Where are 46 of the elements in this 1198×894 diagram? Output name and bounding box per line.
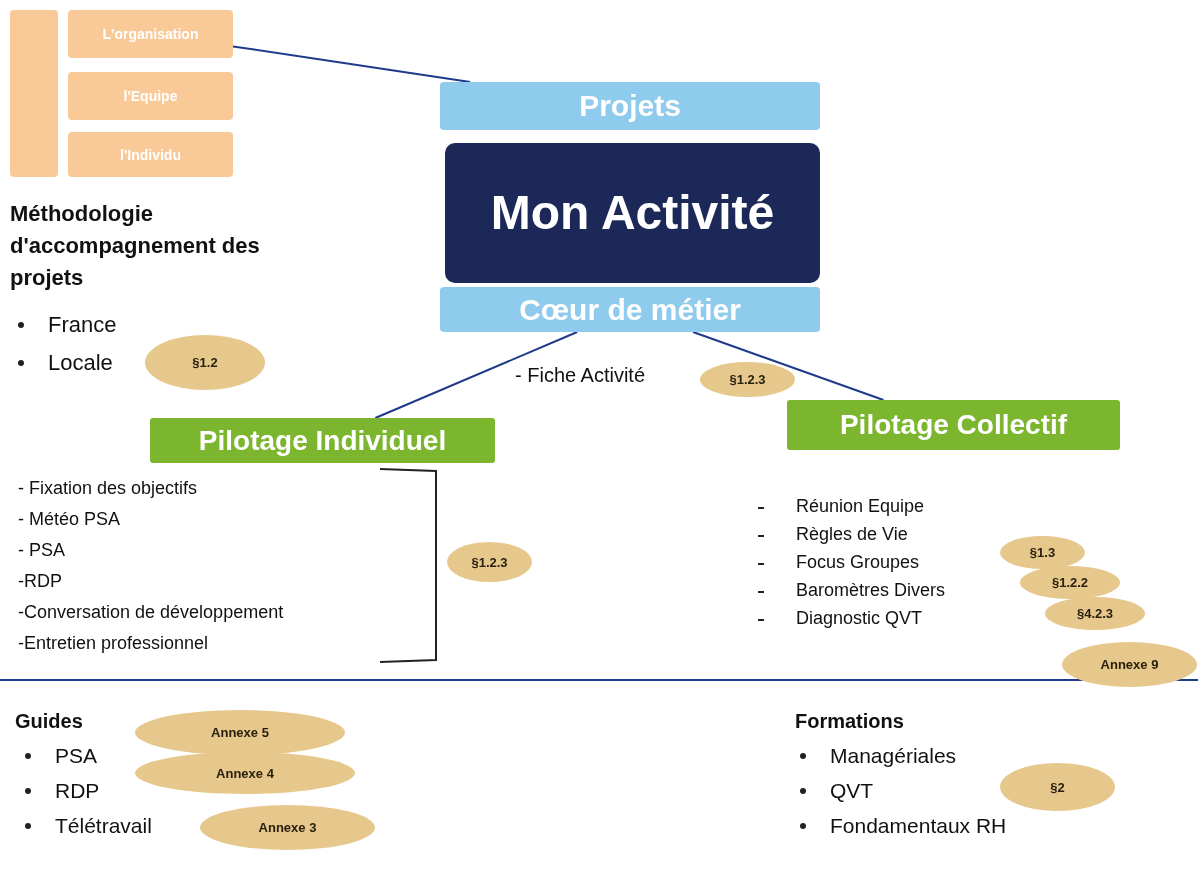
list-item: PSA (55, 744, 98, 768)
reference-badge: §1.3 (1000, 536, 1085, 569)
vertical-bar (10, 10, 58, 177)
list-item: - Météo PSA (18, 509, 121, 530)
reference-badge: §1.2 (145, 335, 265, 390)
list-item: Managériales (830, 744, 957, 768)
list-item: Réunion Equipe (796, 496, 925, 517)
list-item: Baromètres Divers (796, 580, 946, 601)
reference-badge: §4.2.3 (1045, 597, 1145, 630)
reference-badge: §1.2.2 (1020, 566, 1120, 599)
header-band: Projets (440, 82, 820, 130)
header-band: Cœur de métier (440, 287, 820, 332)
heading: Formations (795, 710, 904, 733)
list-item: Règles de Vie (796, 524, 908, 545)
reference-badge: Annexe 9 (1062, 642, 1197, 687)
section-header: Pilotage Individuel (150, 418, 495, 463)
faded-box: l'Equipe (68, 72, 233, 120)
reference-badge: Annexe 5 (135, 710, 345, 755)
title-box: Mon Activité (445, 143, 820, 283)
reference-badge: §1.2.3 (700, 362, 795, 397)
heading: Guides (15, 710, 83, 733)
heading: Méthodologie d'accompagnement des projets (10, 200, 261, 292)
list-item: RDP (55, 779, 100, 803)
reference-badge: §1.2.3 (447, 542, 532, 582)
reference-badge: Annexe 3 (200, 805, 375, 850)
reference-badge: §2 (1000, 763, 1115, 811)
connector-line (232, 45, 472, 83)
list-item: - Fiche Activité (515, 364, 646, 387)
connector-line (374, 331, 579, 419)
list-item: Focus Groupes (796, 552, 920, 573)
reference-badge: Annexe 4 (135, 752, 355, 794)
list-item: Locale (48, 350, 113, 376)
faded-box: L'organisation (68, 10, 233, 58)
list-item: Télétravail (55, 814, 152, 838)
list-item: -Conversation de développement (18, 602, 284, 623)
list-item: -Entretien professionnel (18, 633, 209, 654)
list-item: France (48, 312, 117, 338)
list-item: QVT (830, 779, 874, 803)
list-item: Fondamentaux RH (830, 814, 1007, 838)
list-item: - Fixation des objectifs (18, 478, 198, 499)
faded-box: l'Individu (68, 132, 233, 177)
list-item: - PSA (18, 540, 65, 561)
section-header: Pilotage Collectif (787, 400, 1120, 450)
list-item: Diagnostic QVT (796, 608, 923, 629)
list-item: -RDP (18, 571, 62, 592)
connector-line (692, 331, 885, 401)
